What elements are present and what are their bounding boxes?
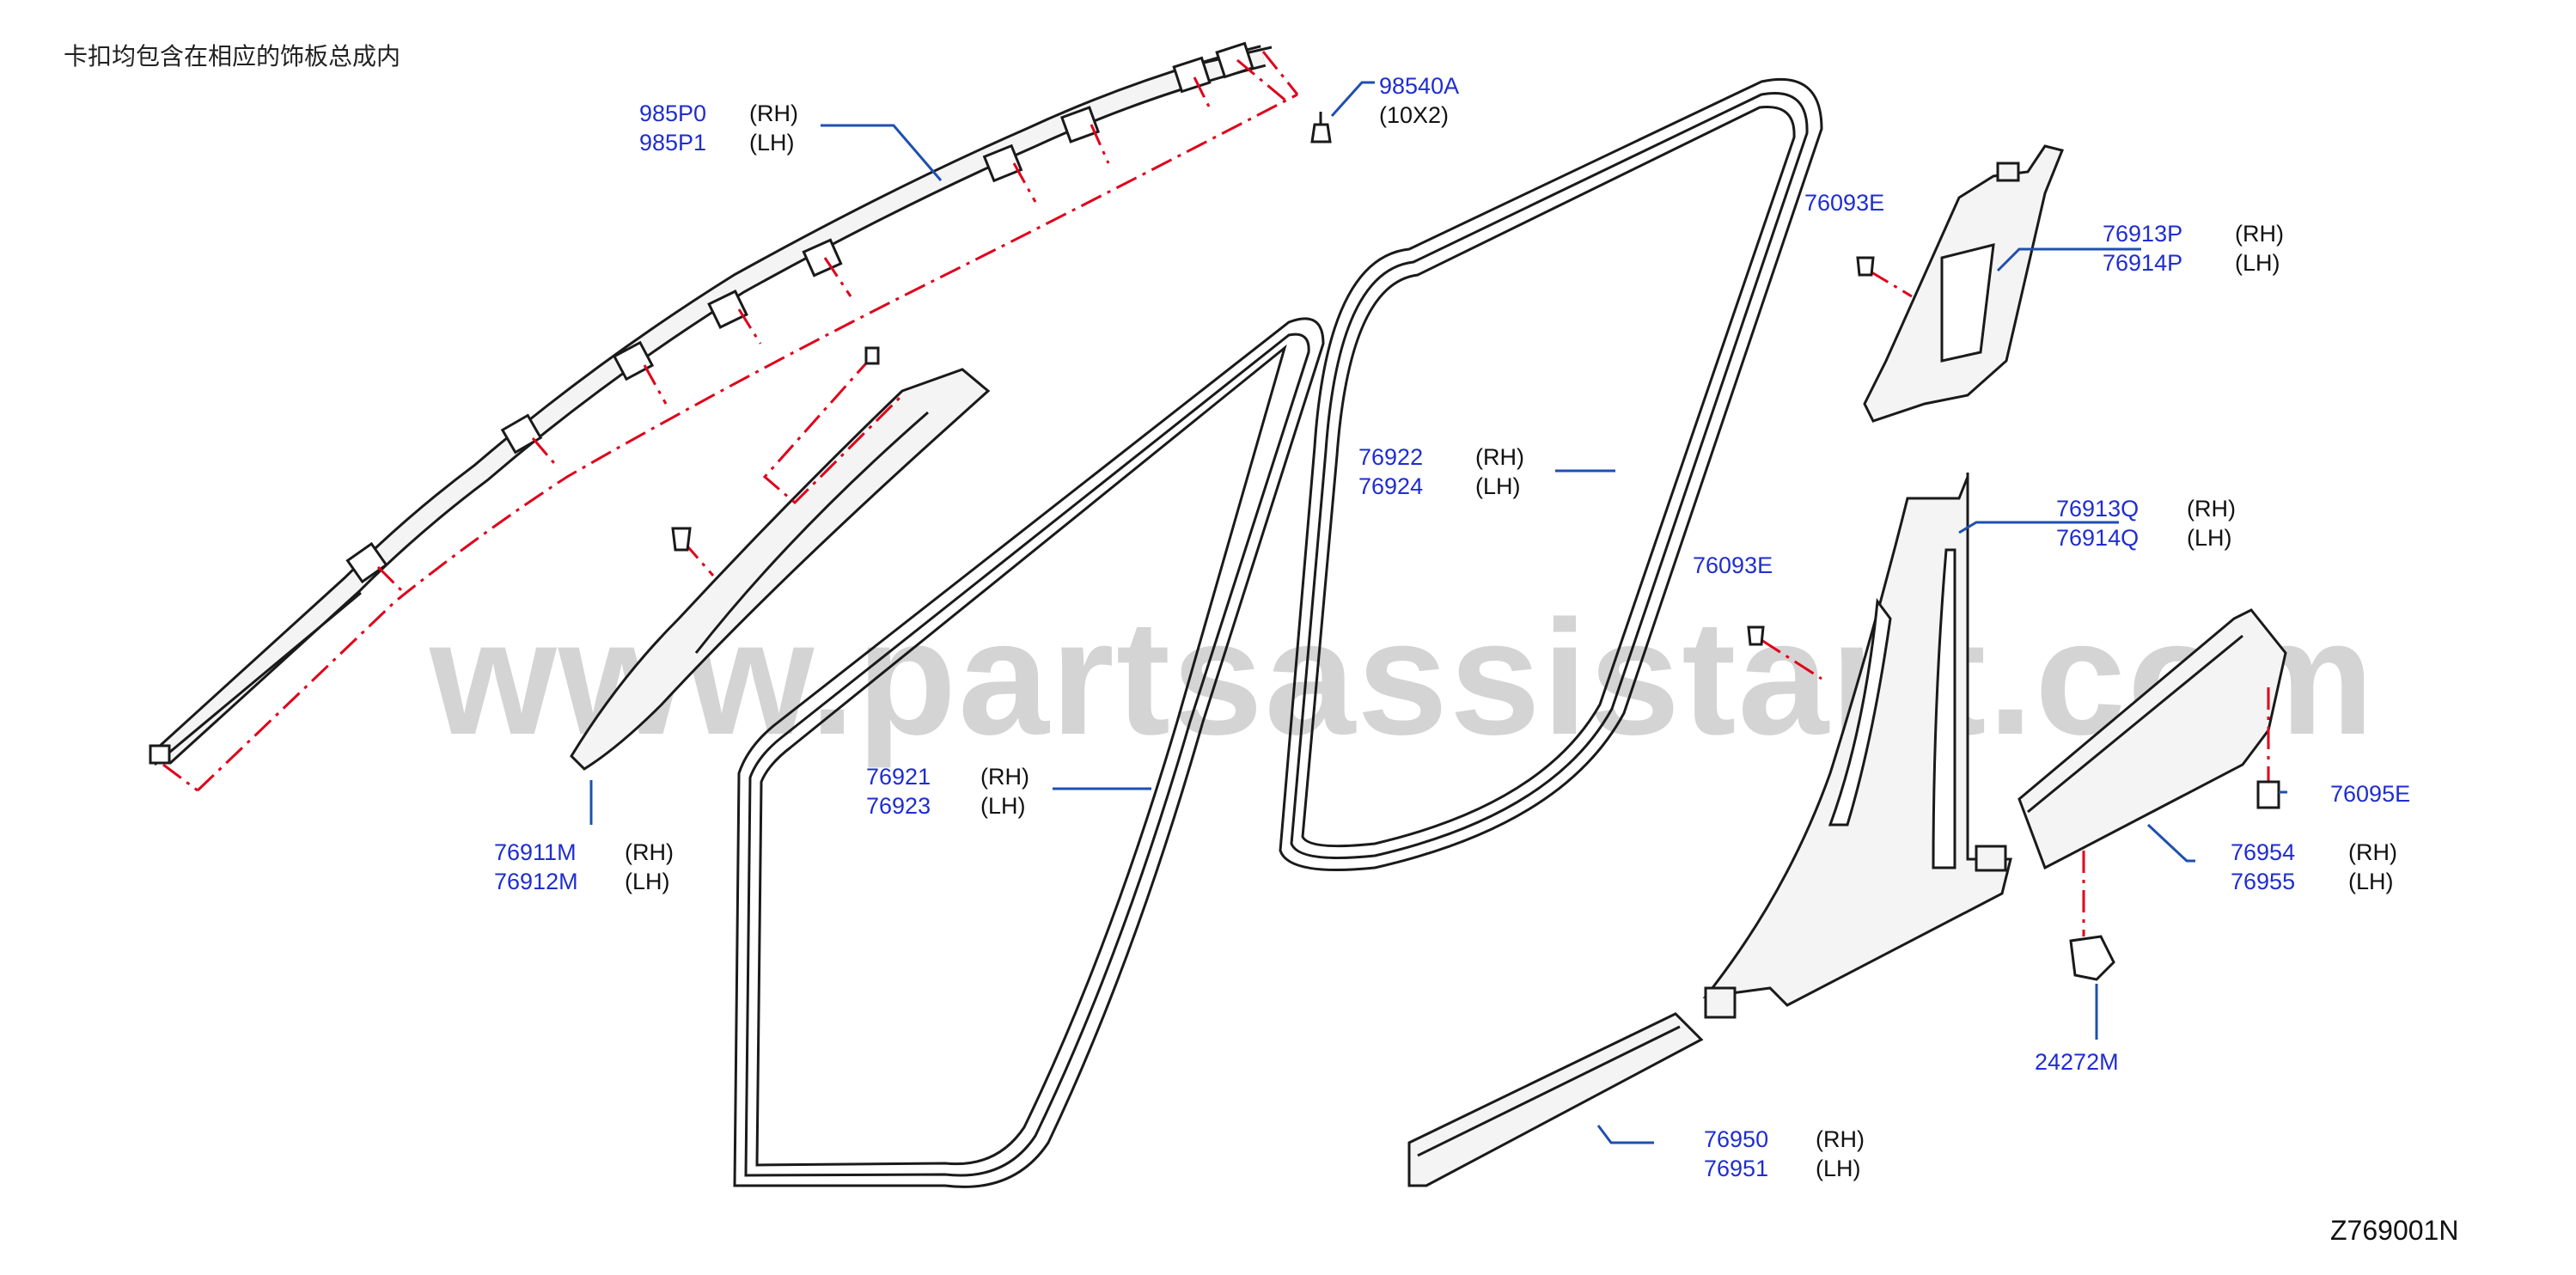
clip-24272m <box>2069 935 2115 981</box>
kick-plate-clip-lines <box>2082 687 2270 936</box>
watermark: www.partsassistant.com <box>430 587 2376 769</box>
rear-door-weatherstrip <box>1279 77 1823 871</box>
clip-98540a <box>1310 112 1332 143</box>
callout-76954-side: (RH) <box>2348 839 2397 865</box>
callout-98540a-qty: (10X2) <box>1379 102 1450 128</box>
callout-76093e-mid[interactable]: 76093E <box>1693 552 1773 578</box>
callout-76912m-side: (LH) <box>625 869 670 894</box>
clip-76095e <box>2256 780 2280 809</box>
rear-kicking-plate <box>2017 608 2287 870</box>
callout-76912m[interactable]: 76912M <box>494 869 578 894</box>
clip-76093e-top <box>1856 256 1875 277</box>
callout-76924[interactable]: 76924 <box>1358 473 1424 499</box>
callout-76923-side: (LH) <box>980 793 1026 819</box>
callout-985p0[interactable]: 985P0 <box>639 101 707 126</box>
callout-985p0-side: (RH) <box>749 101 798 126</box>
callout-76913p[interactable]: 76913P <box>2103 221 2183 247</box>
clip-inclusion-note: 卡扣均包含在相应的饰板总成内 <box>64 42 401 70</box>
callout-76922[interactable]: 76922 <box>1358 444 1424 470</box>
callout-76913p-side: (RH) <box>2235 221 2284 247</box>
callout-985p1-side: (LH) <box>749 130 795 156</box>
airbag-clips <box>149 41 1254 765</box>
callout-76921-side: (RH) <box>980 764 1029 790</box>
curtain-airbag <box>154 45 1273 766</box>
callout-76914q-side: (LH) <box>2187 525 2232 551</box>
callout-76951-side: (LH) <box>1816 1156 1861 1181</box>
callout-76950-side: (RH) <box>1816 1126 1865 1152</box>
upper-b-clip-line <box>1868 269 1913 298</box>
callout-98540a[interactable]: 98540A <box>1379 73 1460 99</box>
callout-985p1[interactable]: 985P1 <box>639 130 707 156</box>
callout-76951[interactable]: 76951 <box>1704 1156 1769 1181</box>
callout-76913q[interactable]: 76913Q <box>2056 496 2140 522</box>
callout-76095e[interactable]: 76095E <box>2330 781 2411 807</box>
upper-b-pillar-garnish <box>1863 144 2065 423</box>
callout-76914p-side: (LH) <box>2235 250 2280 276</box>
front-door-weatherstrip <box>733 317 1325 1188</box>
a-pillar-garnish <box>570 368 991 771</box>
callout-76914p[interactable]: 76914P <box>2103 250 2183 276</box>
clip-76093e-mid <box>1747 625 1765 646</box>
lower-b-clip-line <box>1761 638 1822 680</box>
airbag-clip-line <box>162 51 1299 792</box>
lower-b-pillar-garnish <box>1702 473 2012 1019</box>
callout-76922-side: (RH) <box>1475 444 1524 470</box>
callout-24272m[interactable]: 24272M <box>2035 1049 2119 1075</box>
callout-76923[interactable]: 76923 <box>866 793 931 819</box>
callout-76921[interactable]: 76921 <box>866 764 931 790</box>
leader-lines <box>589 81 2287 1144</box>
callout-76924-side: (LH) <box>1475 473 1521 499</box>
callout-76911m[interactable]: 76911M <box>494 839 577 865</box>
front-kicking-plate <box>1407 1012 1704 1187</box>
callout-76913q-side: (RH) <box>2187 496 2236 522</box>
a-pillar-clips <box>671 346 880 552</box>
callout-76954[interactable]: 76954 <box>2231 839 2296 865</box>
callout-76911m-side: (RH) <box>625 839 674 865</box>
diagram-code: Z769001N <box>2330 1215 2459 1246</box>
callout-76914q[interactable]: 76914Q <box>2056 525 2140 551</box>
callout-76950[interactable]: 76950 <box>1704 1126 1769 1152</box>
callout-76955-side: (LH) <box>2348 869 2394 894</box>
callout-76093e-top[interactable]: 76093E <box>1804 190 1885 216</box>
callout-76955[interactable]: 76955 <box>2231 869 2296 894</box>
